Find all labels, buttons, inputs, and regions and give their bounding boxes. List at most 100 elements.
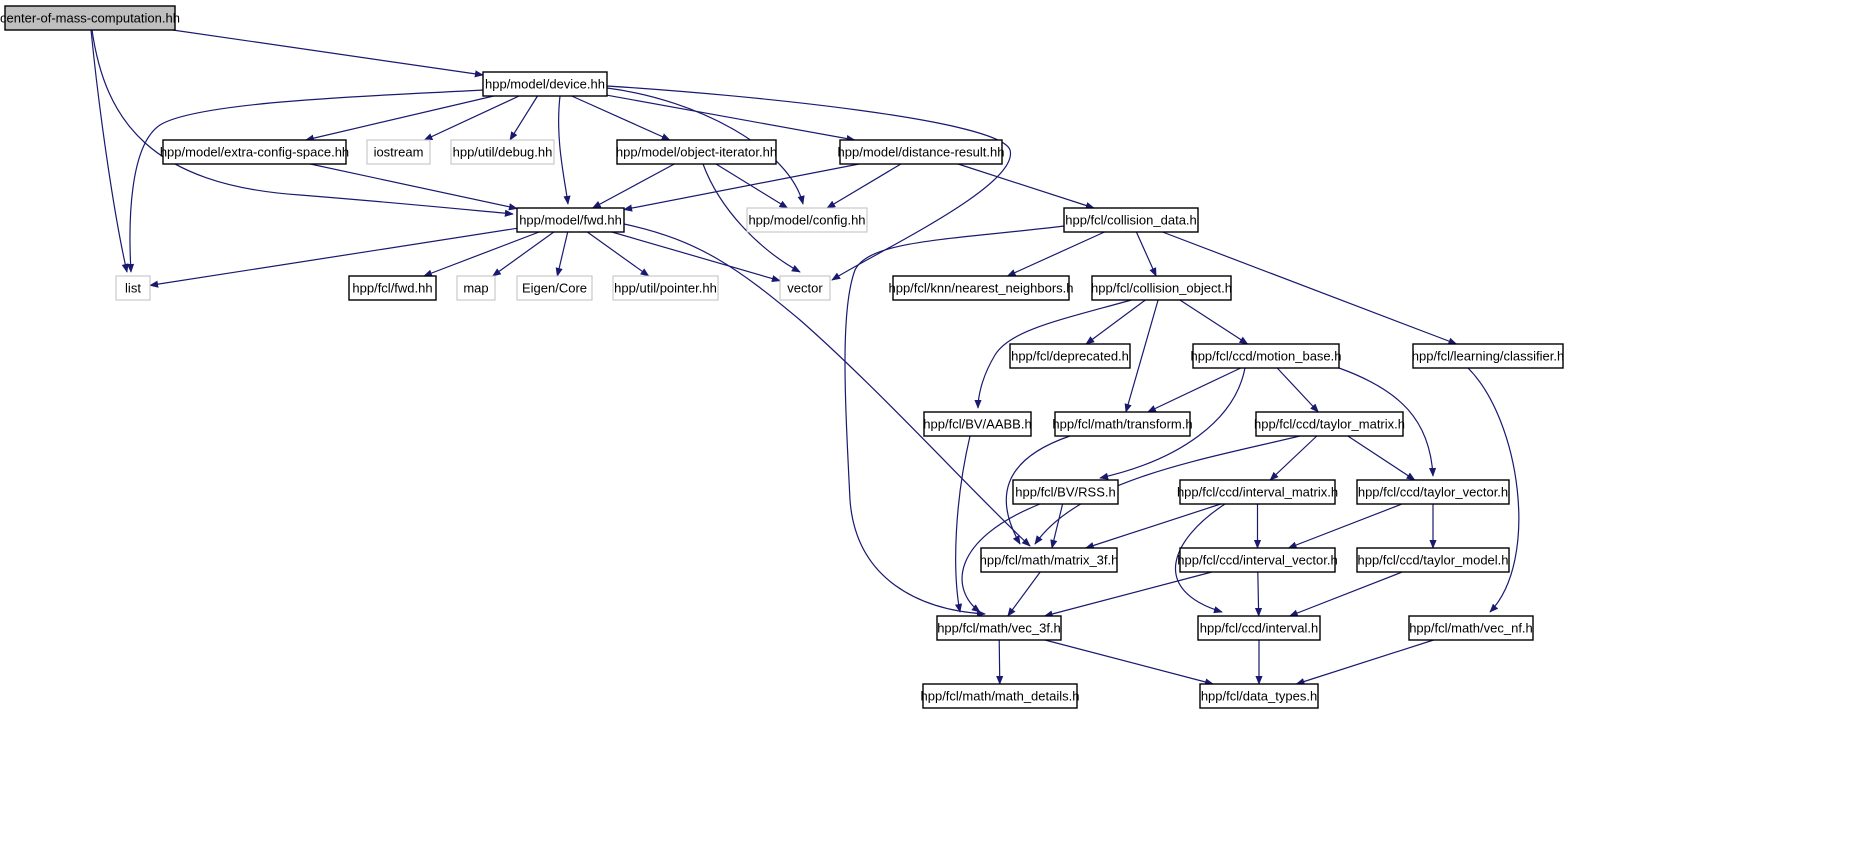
edge-device-to-fwd	[558, 95, 571, 205]
node-label: hpp/fcl/math/vec_3f.h	[937, 621, 1061, 636]
node-box	[516, 275, 593, 301]
node-extra[interactable]: hpp/model/extra-config-space.hh	[160, 139, 349, 165]
edge-extra-to-fwd	[310, 163, 518, 211]
node-label: hpp/fcl/fwd.hh	[352, 281, 432, 296]
edge-device-to-iostream	[423, 95, 520, 141]
node-label: hpp/fcl/math/transform.h	[1052, 417, 1192, 432]
edge-device-to-extra	[304, 95, 494, 142]
node-label: hpp/fcl/ccd/interval_vector.h	[1177, 553, 1337, 568]
edge-vecnf-to-datatypes	[1295, 639, 1434, 685]
edge-fwd-to-matrix3f	[623, 223, 1031, 547]
edge-colldata-to-vec3f	[844, 225, 1065, 618]
node-label: hpp/util/pointer.hh	[614, 281, 717, 296]
node-box	[4, 5, 176, 31]
node-matrix3f[interactable]: hpp/fcl/math/matrix_3f.h	[980, 547, 1119, 573]
node-deprecated[interactable]: hpp/fcl/deprecated.h	[1009, 343, 1131, 369]
node-rss[interactable]: hpp/fcl/BV/RSS.h	[1012, 479, 1119, 505]
node-vector: vector	[779, 275, 831, 301]
node-label: hpp/model/object-iterator.hh	[616, 145, 777, 160]
edge-colldata-to-collobj	[1135, 231, 1157, 277]
node-label: hpp/fcl/math/matrix_3f.h	[980, 553, 1119, 568]
node-colldata[interactable]: hpp/fcl/collision_data.h	[1063, 207, 1199, 233]
node-pointer: hpp/util/pointer.hh	[612, 275, 719, 301]
node-label: hpp/fcl/math/math_details.h	[921, 689, 1080, 704]
node-eigen: Eigen/Core	[516, 275, 593, 301]
edge-layer	[90, 29, 1520, 686]
node-transform[interactable]: hpp/fcl/math/transform.h	[1052, 411, 1193, 437]
node-box	[1009, 343, 1131, 369]
edge-vec3f-to-mathdetails	[996, 639, 1004, 685]
node-label: hpp/model/device.hh	[485, 77, 605, 92]
node-mathdetails[interactable]: hpp/fcl/math/math_details.h	[921, 683, 1080, 709]
node-intvec[interactable]: hpp/fcl/ccd/interval_vector.h	[1177, 547, 1338, 573]
node-label: hpp/fcl/math/vec_nf.h	[1409, 621, 1533, 636]
edge-device-to-objit	[571, 95, 671, 141]
edge-device-to-debug	[509, 95, 539, 141]
edge-objit-to-config	[715, 163, 789, 209]
node-label: hpp/fcl/collision_object.h	[1091, 281, 1232, 296]
node-label: hpp/model/config.hh	[748, 213, 865, 228]
edge-classifier-to-vecnf	[1467, 367, 1520, 613]
edge-rss-to-vec3f	[961, 503, 1041, 613]
node-knn[interactable]: hpp/fcl/knn/nearest_neighbors.h	[888, 275, 1074, 301]
node-box	[922, 683, 1078, 709]
node-box	[1356, 479, 1510, 505]
node-vec3f[interactable]: hpp/fcl/math/vec_3f.h	[936, 615, 1062, 641]
node-device[interactable]: hpp/model/device.hh	[482, 71, 608, 97]
edge-motion-to-taylorvec	[1338, 367, 1437, 477]
node-box	[616, 139, 777, 165]
node-box	[1356, 547, 1510, 573]
node-label: hpp/model/extra-config-space.hh	[160, 145, 349, 160]
node-layer: center-of-mass-computation.hh hpp/model/d…	[0, 5, 1564, 709]
edge-taylormat-to-matrix3f	[1034, 435, 1301, 545]
node-label: Eigen/Core	[522, 281, 587, 296]
node-box	[162, 139, 347, 165]
node-box	[1179, 479, 1336, 505]
node-box	[746, 207, 868, 233]
node-motion[interactable]: hpp/fcl/ccd/motion_base.h	[1190, 343, 1342, 369]
edge-aabb-to-vec3f	[954, 435, 971, 613]
node-iostream: iostream	[366, 139, 431, 165]
edge-fwd-to-pointer	[586, 231, 650, 277]
node-interval[interactable]: hpp/fcl/ccd/interval.h	[1197, 615, 1321, 641]
node-taylormodel[interactable]: hpp/fcl/ccd/taylor_model.h	[1356, 547, 1510, 573]
edge-distres-to-colldata	[957, 163, 1095, 209]
edge-collobj-to-motion	[1179, 299, 1249, 345]
node-root[interactable]: center-of-mass-computation.hh	[0, 5, 180, 31]
edge-intvec-to-vec3f	[1043, 571, 1213, 618]
node-collobj[interactable]: hpp/fcl/collision_object.h	[1091, 275, 1232, 301]
node-label: list	[125, 281, 141, 296]
edge-taylorvec-to-intvec	[1287, 503, 1403, 549]
node-aabb[interactable]: hpp/fcl/BV/AABB.h	[923, 411, 1032, 437]
edge-intmat-to-matrix3f	[1084, 503, 1221, 549]
node-label: hpp/fcl/knn/nearest_neighbors.h	[888, 281, 1073, 296]
edge-distres-to-fwd	[623, 163, 860, 212]
node-distres[interactable]: hpp/model/distance-result.hh	[838, 139, 1005, 165]
node-box	[516, 207, 625, 233]
node-taylorvec[interactable]: hpp/fcl/ccd/taylor_vector.h	[1356, 479, 1510, 505]
edge-motion-to-transform	[1146, 367, 1241, 413]
node-label: hpp/fcl/ccd/interval_matrix.h	[1177, 485, 1338, 500]
node-label: hpp/fcl/BV/AABB.h	[923, 417, 1031, 432]
edge-distres-to-config	[826, 163, 902, 209]
node-label: hpp/fcl/ccd/taylor_vector.h	[1358, 485, 1508, 500]
node-objit[interactable]: hpp/model/object-iterator.hh	[616, 139, 777, 165]
edge-collobj-to-deprecated	[1085, 299, 1146, 345]
node-fclfwd[interactable]: hpp/fcl/fwd.hh	[348, 275, 437, 301]
edge-taylormat-to-intmat	[1269, 435, 1318, 481]
node-fwd[interactable]: hpp/model/fwd.hh	[516, 207, 625, 233]
node-taylormat[interactable]: hpp/fcl/ccd/taylor_matrix.h	[1254, 411, 1405, 437]
edge-fwd-to-fclfwd	[423, 231, 540, 277]
edge-vec3f-to-datatypes	[1044, 639, 1214, 686]
edge-fwd-to-vector	[611, 231, 781, 282]
node-label: hpp/model/fwd.hh	[519, 213, 622, 228]
node-classifier[interactable]: hpp/fcl/learning/classifier.h	[1412, 343, 1564, 369]
node-datatypes[interactable]: hpp/fcl/data_types.h	[1199, 683, 1319, 709]
edge-taylormat-to-taylorvec	[1347, 435, 1416, 481]
node-intmat[interactable]: hpp/fcl/ccd/interval_matrix.h	[1177, 479, 1338, 505]
node-box	[456, 275, 496, 301]
node-box	[366, 139, 431, 165]
node-vecnf[interactable]: hpp/fcl/math/vec_nf.h	[1408, 615, 1534, 641]
node-box	[980, 547, 1118, 573]
node-box	[1063, 207, 1199, 233]
